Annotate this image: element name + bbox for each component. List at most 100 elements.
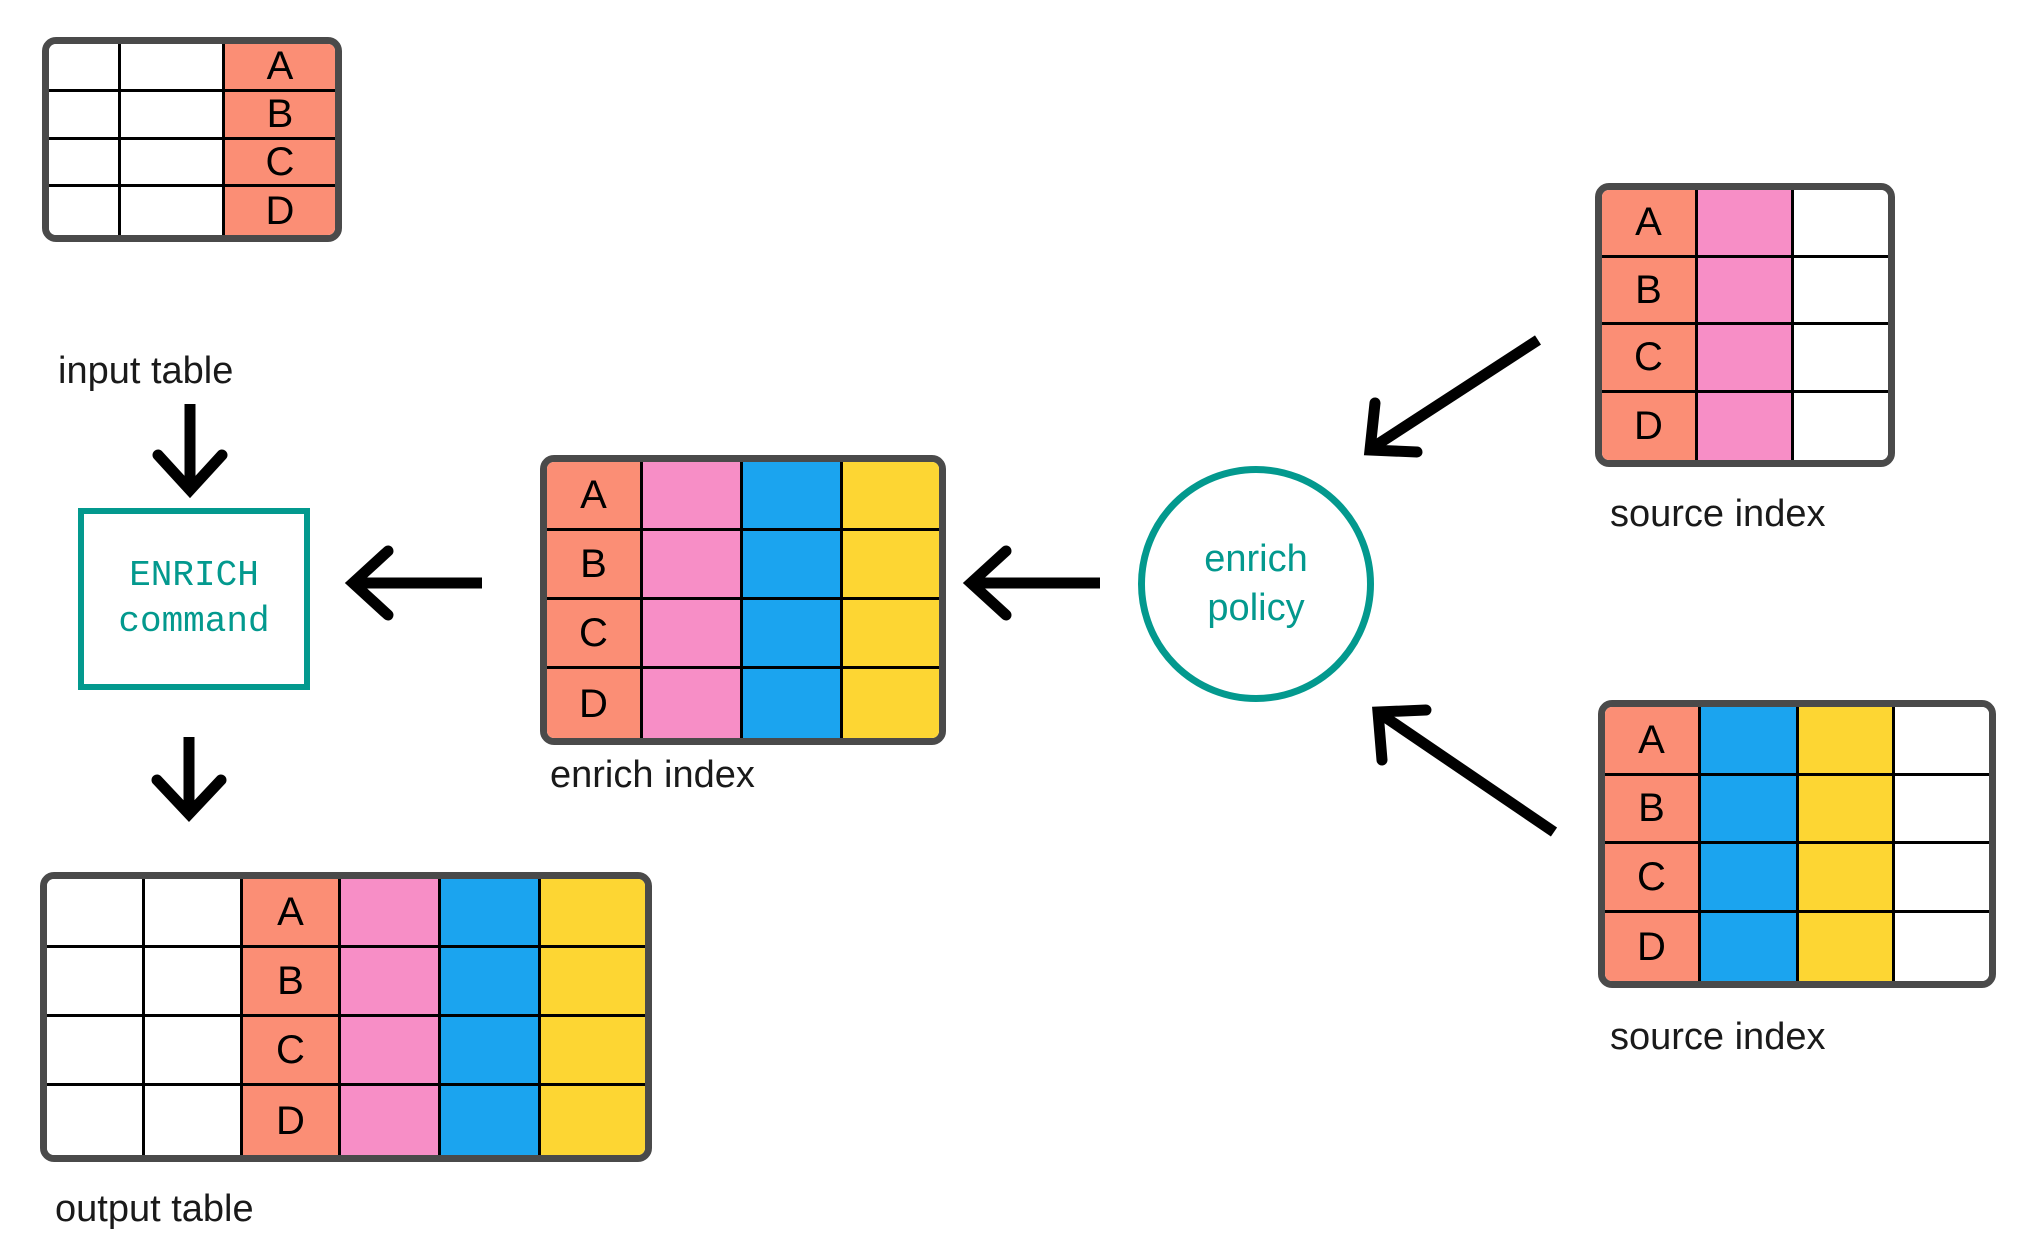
table-cell (1895, 844, 1989, 913)
table-cell (49, 91, 121, 140)
table-cell (49, 44, 121, 92)
enrich-policy-line-2: policy (1207, 587, 1305, 629)
table-cell (341, 879, 441, 948)
table-cell-key: A (1602, 190, 1698, 258)
arrow-input-to-command (152, 404, 228, 499)
table-cell-key: A (547, 462, 643, 531)
table-cell (1698, 257, 1794, 325)
table-cell (1701, 844, 1799, 913)
enrich-command-box[interactable]: ENRICH command (78, 508, 310, 690)
table-cell (1794, 392, 1888, 460)
table-cell (145, 1017, 243, 1086)
table-cell (843, 600, 939, 669)
table-cell (441, 879, 541, 948)
output-table-caption: output table (55, 1188, 254, 1230)
table-row: A (1605, 707, 1989, 776)
table-cell-key: C (1605, 844, 1701, 913)
table-cell (121, 91, 225, 140)
table-cell (47, 879, 145, 948)
table-cell-key: C (243, 1017, 341, 1086)
table-cell (843, 531, 939, 600)
table-row: B (1602, 257, 1888, 325)
table-cell (843, 669, 939, 738)
table-cell (1794, 257, 1888, 325)
table-cell (1794, 325, 1888, 393)
arrow-sourcetop-to-policy (1363, 335, 1541, 458)
table-cell (1701, 912, 1799, 981)
source-index-bottom-caption: source index (1610, 1016, 1826, 1058)
table-cell (121, 187, 225, 235)
table-cell (541, 879, 645, 948)
table-cell (1799, 844, 1895, 913)
table-row: A (47, 879, 645, 948)
table-row: C (1605, 844, 1989, 913)
table-row: D (547, 669, 939, 738)
table-cell (47, 948, 145, 1017)
arrow-enrichindex-to-command (344, 545, 482, 621)
enrich-policy-line-1: enrich (1204, 537, 1308, 580)
table-cell (643, 531, 743, 600)
table-cell-key: D (547, 669, 643, 738)
table-row: B (1605, 775, 1989, 844)
table-cell (643, 600, 743, 669)
table-cell (1794, 190, 1888, 258)
arrow-sourcebottom-to-policy (1372, 704, 1558, 837)
table-row: B (547, 531, 939, 600)
table-cell-key: A (243, 879, 341, 948)
table-cell (145, 879, 243, 948)
table-cell-key: D (1602, 392, 1698, 460)
table-cell (1698, 392, 1794, 460)
arrow-policy-to-enrichindex (962, 545, 1100, 621)
table-row: D (49, 187, 335, 235)
source-index-top-caption: source index (1610, 493, 1826, 535)
table-row: C (49, 139, 335, 188)
table-cell-key: C (225, 139, 335, 188)
arrow-command-to-output (151, 737, 227, 823)
table-cell-key: D (1605, 912, 1701, 981)
table-row: C (47, 1017, 645, 1086)
table-cell (1799, 775, 1895, 844)
table-cell (441, 1086, 541, 1155)
table-cell-key: B (1605, 775, 1701, 844)
table-cell (541, 1017, 645, 1086)
table-cell (1698, 325, 1794, 393)
table-cell (743, 669, 843, 738)
table-cell (49, 139, 121, 188)
enrich-policy-node[interactable]: enrich policy (1138, 466, 1374, 702)
table-cell (441, 948, 541, 1017)
table-cell (47, 1086, 145, 1155)
input-table-caption: input table (58, 350, 234, 392)
table-cell-key: D (225, 187, 335, 235)
table-row: D (1605, 912, 1989, 981)
table-cell (1701, 775, 1799, 844)
table-cell (341, 1017, 441, 1086)
table-cell (121, 44, 225, 92)
table-cell-key: B (225, 91, 335, 140)
table-cell-key: A (1605, 707, 1701, 776)
enrich-index-caption: enrich index (550, 754, 755, 796)
table-cell-key: A (225, 44, 335, 92)
table-cell (541, 948, 645, 1017)
table-cell (743, 462, 843, 531)
table-row: A (49, 44, 335, 92)
table-cell (145, 1086, 243, 1155)
source-index-top-table: A B C D (1595, 183, 1895, 467)
enrich-command-line-2: command (118, 601, 270, 642)
input-table: A B C D (42, 37, 342, 242)
table-cell-key: B (1602, 257, 1698, 325)
table-row: D (1602, 392, 1888, 460)
table-cell (541, 1086, 645, 1155)
table-cell (145, 948, 243, 1017)
table-cell (643, 462, 743, 531)
table-cell (49, 187, 121, 235)
table-cell (743, 531, 843, 600)
enrich-index-table: A B C D (540, 455, 946, 745)
table-cell (341, 1086, 441, 1155)
table-row: D (47, 1086, 645, 1155)
table-cell-key: C (547, 600, 643, 669)
table-cell (47, 1017, 145, 1086)
table-row: A (547, 462, 939, 531)
table-row: C (1602, 325, 1888, 393)
source-index-bottom-table: A B C D (1598, 700, 1996, 988)
